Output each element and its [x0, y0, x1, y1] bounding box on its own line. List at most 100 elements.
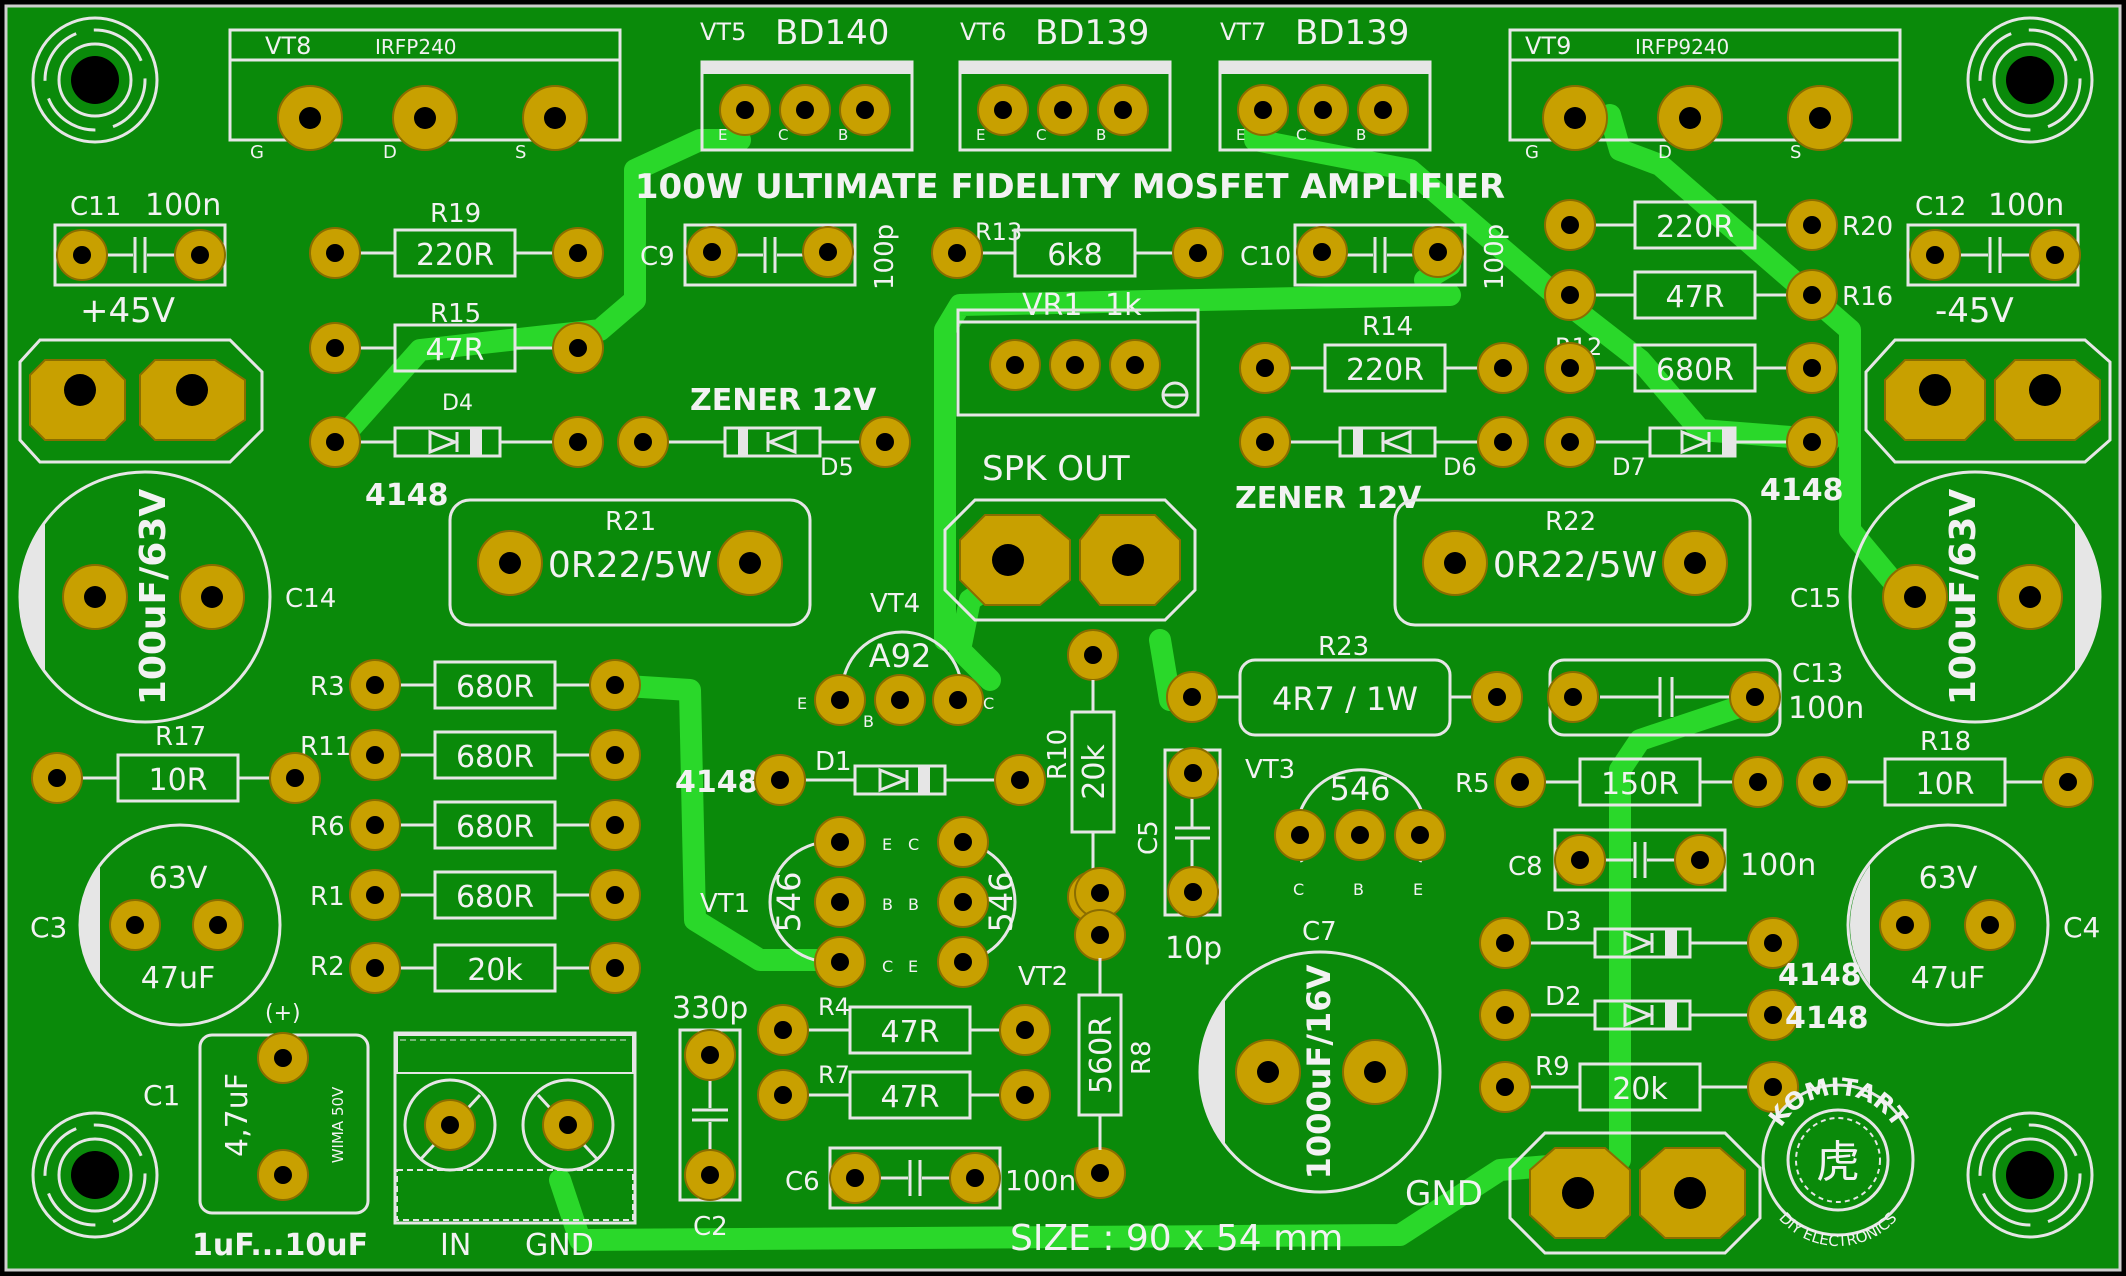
resistor-r7: R7 47R	[757, 1061, 1051, 1121]
r16-value: 47R	[1665, 280, 1724, 315]
vt3-ref: VT3	[1245, 755, 1295, 785]
r7-ref: R7	[818, 1061, 850, 1089]
capacitor-c11: C11 100n	[53, 188, 227, 287]
resistor-r15: R15 47R	[309, 299, 604, 374]
c8-ref: C8	[1508, 852, 1543, 882]
neg-supply-label: -45V	[1935, 291, 2014, 331]
resistor-r23: R23 4R7 / 1W	[1166, 632, 1523, 737]
r1-value: 680R	[456, 880, 534, 915]
c4-value-top: 63V	[1919, 861, 1978, 896]
vt4-pin-e: E	[797, 694, 807, 713]
c13-value: 100n	[1788, 691, 1864, 726]
r23-value: 4R7 / 1W	[1272, 680, 1418, 718]
connector-pos-supply: +45V	[18, 291, 264, 464]
vt8-part: IRFP240	[375, 35, 457, 59]
vt4-pin-c: C	[983, 694, 994, 713]
board-title: 100W ULTIMATE FIDELITY MOSFET AMPLIFIER	[635, 167, 1505, 207]
resistor-r9: R9 20k	[1479, 1052, 1799, 1113]
c11-value: 100n	[145, 188, 221, 223]
board-substrate	[4, 4, 2122, 1272]
vt7-pin-e: E	[1236, 126, 1245, 144]
capacitor-c9: C9 100p	[640, 223, 900, 290]
connector-spk-out: SPK OUT	[943, 449, 1197, 622]
vt6-pin-b: B	[1096, 126, 1106, 144]
resistor-r19: R19 220R	[309, 199, 604, 279]
c14-ref: C14	[285, 584, 336, 614]
vt1-part: 546	[770, 871, 808, 932]
r3-ref: R3	[310, 672, 345, 702]
vt9-pin-g: G	[1525, 142, 1539, 163]
d5-value: ZENER 12V	[690, 383, 877, 418]
d3-value: 4148	[1778, 958, 1862, 993]
c1-range: 1uF...10uF	[192, 1228, 368, 1263]
c3-value-bottom: 47uF	[141, 961, 215, 996]
vt6-pin-e: E	[976, 126, 985, 144]
d4-ref: D4	[442, 391, 473, 416]
r6-value: 680R	[456, 810, 534, 845]
c8-value: 100n	[1740, 848, 1816, 883]
vr1-value: 1k	[1105, 288, 1142, 323]
resistor-r16: 47R R16	[1544, 269, 1893, 321]
resistor-r22: R22 0R22/5W	[1393, 498, 1752, 627]
diode-d6: ZENER 12V D6	[1235, 416, 1529, 516]
resistor-r5: R5 150R	[1455, 756, 1784, 808]
capacitor-c15: 100uF/63V C15	[1790, 470, 2102, 724]
vt3-pin-b: B	[1353, 880, 1364, 899]
vt5-pin-b: B	[838, 126, 848, 144]
connector-gnd-power: GND	[1405, 1131, 1762, 1255]
pos-supply-label: +45V	[80, 291, 175, 331]
capacitor-c5: C5 10p	[1134, 747, 1222, 966]
vt5-ref: VT5	[700, 18, 746, 46]
c3-ref: C3	[30, 911, 67, 944]
r22-ref: R22	[1545, 507, 1596, 537]
d1-ref: D1	[815, 747, 852, 777]
d3-ref: D3	[1545, 907, 1582, 937]
r4-ref: R4	[818, 993, 850, 1021]
transistor-vt9: VT9 IRFP9240 G D S	[1508, 28, 1902, 163]
vt6-pin-c: C	[1036, 126, 1046, 144]
r21-ref: R21	[605, 507, 656, 537]
vt5-pin-e: E	[718, 126, 727, 144]
resistor-r2: R2 20k	[310, 942, 641, 994]
vt7-ref: VT7	[1220, 18, 1266, 46]
vt3-pin-e: E	[1413, 880, 1423, 899]
c10-ref: C10	[1240, 242, 1291, 272]
vt1-pin-c: C	[882, 957, 893, 976]
vt7-part: BD139	[1295, 13, 1409, 53]
transistor-vt8: VT8 IRFP240 G D S	[228, 28, 622, 163]
vt2-pin-e: E	[908, 957, 918, 976]
r18-value: 10R	[1915, 767, 1974, 802]
potentiometer-vr1: VR1 1k	[956, 288, 1200, 417]
d4-value: 4148	[365, 478, 449, 513]
r20-value: 220R	[1656, 210, 1734, 245]
c1-ref: C1	[143, 1079, 180, 1112]
r21-value: 0R22/5W	[548, 545, 712, 586]
r12-value: 680R	[1656, 353, 1734, 388]
vt4-ref: VT4	[870, 589, 920, 619]
c9-value: 100p	[870, 224, 900, 290]
c5-ref: C5	[1134, 820, 1164, 855]
vt9-ref: VT9	[1525, 32, 1571, 60]
c1-polarity: (+)	[265, 1001, 301, 1026]
diode-d7: D7 4148	[1544, 416, 1844, 508]
vt2-pin-c: C	[908, 835, 919, 854]
diode-d4: D4	[309, 391, 604, 468]
vt4-pin-b: B	[863, 712, 874, 731]
r1-ref: R1	[310, 882, 345, 912]
d6-value: ZENER 12V	[1235, 481, 1422, 516]
c4-value-bottom: 47uF	[1911, 961, 1985, 996]
vt1-pin-e: E	[882, 835, 892, 854]
vt4-part: A92	[869, 637, 932, 675]
c1-rating: WIMA 50V	[329, 1086, 347, 1163]
r9-ref: R9	[1535, 1052, 1570, 1082]
r5-ref: R5	[1455, 769, 1490, 799]
capacitor-c3: 63V 47uF C3	[30, 823, 282, 1027]
c15-ref: C15	[1790, 584, 1841, 614]
d2-ref: D2	[1545, 982, 1582, 1012]
c12-ref: C12	[1915, 192, 1966, 222]
d2-value: 4148	[1785, 1001, 1869, 1036]
resistor-r8: 560R R8	[1074, 867, 1157, 1199]
resistor-r18: R18 10R	[1796, 727, 2094, 808]
capacitor-c10: C10 100p	[1240, 223, 1510, 290]
r20-ref: R20	[1842, 212, 1893, 242]
